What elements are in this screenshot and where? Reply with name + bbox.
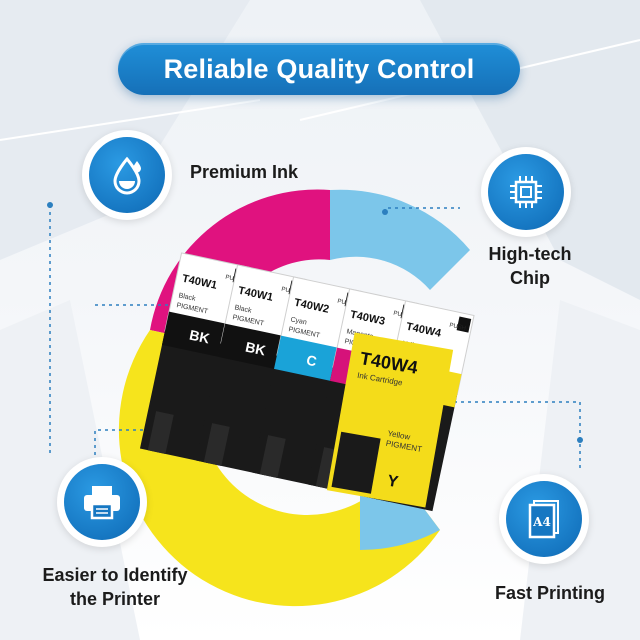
cartridge-code: T40W1	[237, 285, 274, 304]
front-cartridge-body	[326, 332, 454, 508]
cartridge-nozzle	[371, 459, 398, 502]
printer-badge	[57, 457, 147, 547]
cartridge-logo	[456, 316, 472, 333]
a4-text: A4	[532, 515, 551, 529]
cartridge-type: PIGMENT	[176, 302, 209, 316]
cartridge-letter: C	[305, 352, 318, 370]
cartridge-body	[307, 367, 402, 500]
cartridge-body	[139, 331, 234, 464]
high-tech-chip-label-line1: High-tech	[488, 244, 572, 264]
cartridge-code: T40W2	[293, 297, 330, 316]
a4-paper-icon: A4	[528, 500, 559, 539]
printer-icon	[84, 486, 120, 520]
cartridge-color-name: Black	[178, 292, 197, 303]
cartridge-color-band	[330, 347, 406, 396]
cartridge-body	[195, 343, 290, 476]
chip-icon	[510, 176, 542, 208]
front-cartridge-letter: Y	[386, 473, 400, 492]
cartridge-logo	[232, 268, 248, 285]
cartridge-color-name: Black	[234, 304, 253, 315]
cartridge-push-tab: PUSH	[225, 275, 243, 284]
cartridge-logo	[288, 280, 304, 297]
cartridge-type: PIGMENT	[288, 326, 321, 340]
cartridge-nozzle	[203, 423, 230, 466]
cartridge-logo	[344, 292, 360, 309]
cartridge-nozzle	[147, 411, 174, 454]
fast-printing-label: Fast Printing	[494, 583, 605, 603]
cartridge-logo	[400, 304, 416, 321]
front-cartridge-code: T40W4	[359, 348, 420, 378]
front-cartridge-sub: Ink Cartridge	[357, 371, 404, 388]
page-title: Reliable Quality Control	[163, 53, 475, 84]
premium-ink-label: Premium Ink	[190, 162, 299, 182]
cartridge-letter: BK	[244, 339, 267, 359]
cartridge-color-band	[274, 335, 350, 384]
cartridge-label	[220, 264, 307, 359]
front-cartridge-type: PIGMENT	[385, 439, 423, 454]
cartridge-color-name: Magenta	[346, 328, 374, 341]
cartridge-color-name: Yellow	[402, 340, 424, 351]
high-tech-chip-badge	[481, 147, 571, 237]
front-cartridge-color-name: Yellow	[387, 429, 411, 442]
cartridge-label	[388, 300, 475, 395]
cartridge-code: T40W1	[181, 273, 218, 292]
cartridge-type: PIGMENT	[400, 350, 433, 364]
high-tech-chip-label-line2: Chip	[510, 268, 550, 288]
cartridge-push-tab: PUSH	[337, 299, 355, 308]
cartridge-label	[276, 276, 363, 371]
cartridge-label	[332, 288, 419, 383]
cartridge-code: T40W4	[405, 321, 443, 340]
cartridge-type: PIGMENT	[344, 338, 377, 352]
cartridge-letter: Y	[417, 376, 430, 394]
printer-label: Easier to Identify the Printer	[20, 563, 210, 611]
cartridge-type: PIGMENT	[232, 314, 265, 328]
printer-label-line2: the Printer	[69, 589, 161, 609]
cartridge-push-tab: PUSH	[281, 287, 299, 296]
cartridge-nozzle	[259, 435, 286, 478]
cartridge-color-band	[162, 311, 238, 360]
title-banner: Reliable Quality Control	[118, 43, 520, 95]
cartridge-color-band	[218, 323, 294, 372]
front-cartridge-base	[331, 431, 381, 494]
cartridge-letter: M	[360, 363, 375, 381]
fast-printing-badge: A4	[499, 474, 589, 564]
cartridge-color-band	[386, 359, 462, 408]
cartridge-label	[164, 252, 251, 347]
cartridge-push-tab: PUSH	[449, 323, 467, 332]
cartridge-body	[363, 379, 458, 512]
ink-drop-icon	[113, 156, 141, 195]
cartridge-nozzle	[315, 447, 342, 490]
cartridge-color-name: Cyan	[290, 316, 308, 326]
cartridge-letter: BK	[188, 327, 211, 347]
printer-label-line1: Easier to Identify	[42, 565, 188, 585]
high-tech-chip-label: High-tech Chip	[470, 242, 590, 290]
cartridge-push-tab: PUSH	[393, 311, 411, 320]
cartridge-code: T40W3	[349, 309, 386, 328]
cartridge-body	[251, 355, 346, 488]
premium-ink-badge	[82, 130, 172, 220]
